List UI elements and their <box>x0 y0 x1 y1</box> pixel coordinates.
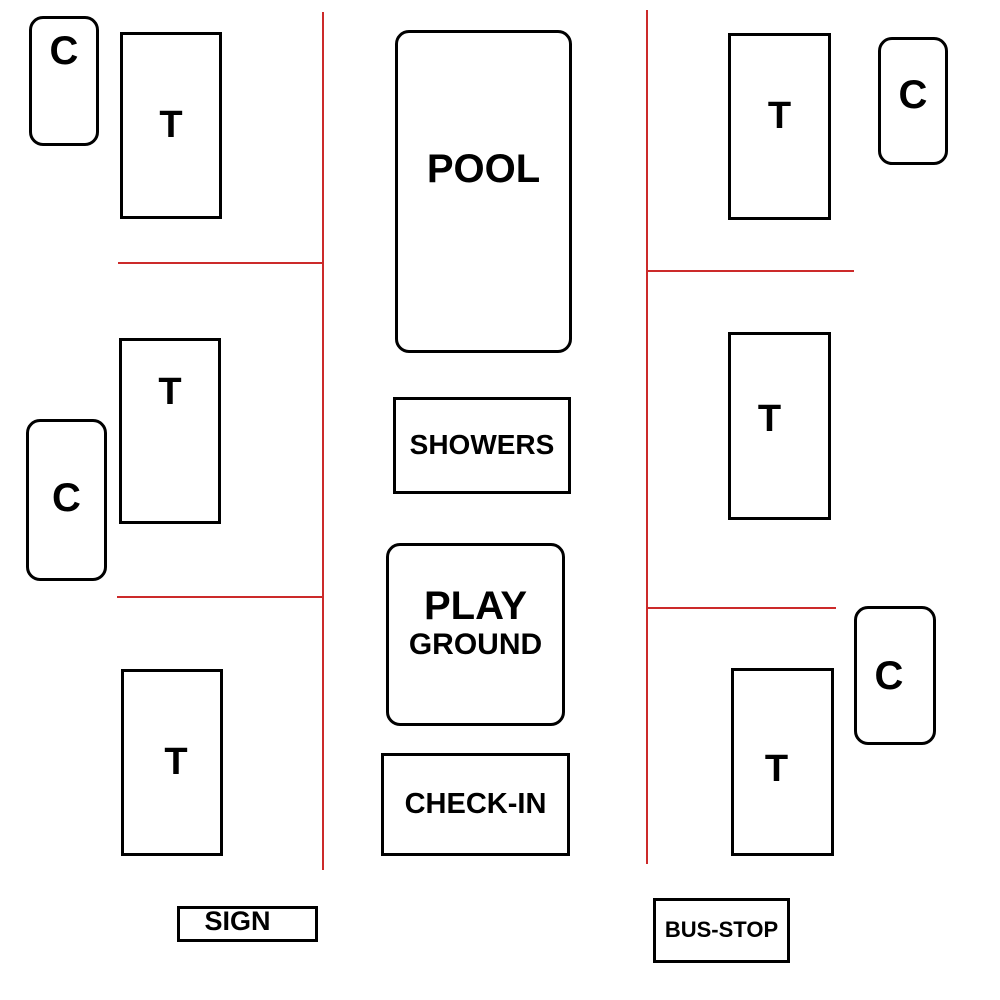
playground[interactable]: PLAY GROUND <box>386 543 565 726</box>
right-lower-branch-path <box>646 607 836 609</box>
tent-label: T <box>158 371 182 414</box>
car-label: C <box>898 73 928 117</box>
sign-label: SIGN <box>204 906 271 937</box>
showers[interactable]: SHOWERS <box>393 397 571 494</box>
tent-site-left-1[interactable]: T <box>120 32 222 219</box>
tent-site-left-2[interactable]: T <box>119 338 221 524</box>
tent-label: T <box>757 398 782 441</box>
check-in-label: CHECK-IN <box>404 787 547 820</box>
playground-label: PLAY GROUND <box>409 584 542 661</box>
tent-site-left-3[interactable]: T <box>121 669 223 856</box>
tent-site-right-3[interactable]: T <box>731 668 834 856</box>
car-spot-left-2[interactable]: C <box>26 419 107 581</box>
tent-site-right-2[interactable]: T <box>728 332 831 520</box>
showers-label: SHOWERS <box>409 429 555 461</box>
playground-label-line2: GROUND <box>408 628 543 661</box>
playground-label-line1: PLAY <box>423 584 527 628</box>
car-spot-right-1[interactable]: C <box>878 37 948 165</box>
sign[interactable]: SIGN <box>177 906 318 942</box>
right-upper-branch-path <box>646 270 854 272</box>
car-spot-right-2[interactable]: C <box>854 606 936 745</box>
tent-label: T <box>764 748 789 791</box>
car-label: C <box>874 653 904 698</box>
tent-label: T <box>767 94 792 137</box>
bus-stop[interactable]: BUS-STOP <box>653 898 790 963</box>
tent-label: T <box>164 740 188 783</box>
left-upper-branch-path <box>118 262 324 264</box>
car-label: C <box>49 29 79 73</box>
check-in[interactable]: CHECK-IN <box>381 753 570 856</box>
pool-label: POOL <box>426 147 541 191</box>
left-lower-branch-path <box>117 596 324 598</box>
right-main-path <box>646 10 648 864</box>
bus-stop-label: BUS-STOP <box>664 917 779 943</box>
pool[interactable]: POOL <box>395 30 572 353</box>
tent-site-right-1[interactable]: T <box>728 33 831 220</box>
tent-label: T <box>159 103 183 146</box>
car-label: C <box>52 476 81 520</box>
left-main-path <box>322 12 324 870</box>
car-spot-left-1[interactable]: C <box>29 16 99 146</box>
